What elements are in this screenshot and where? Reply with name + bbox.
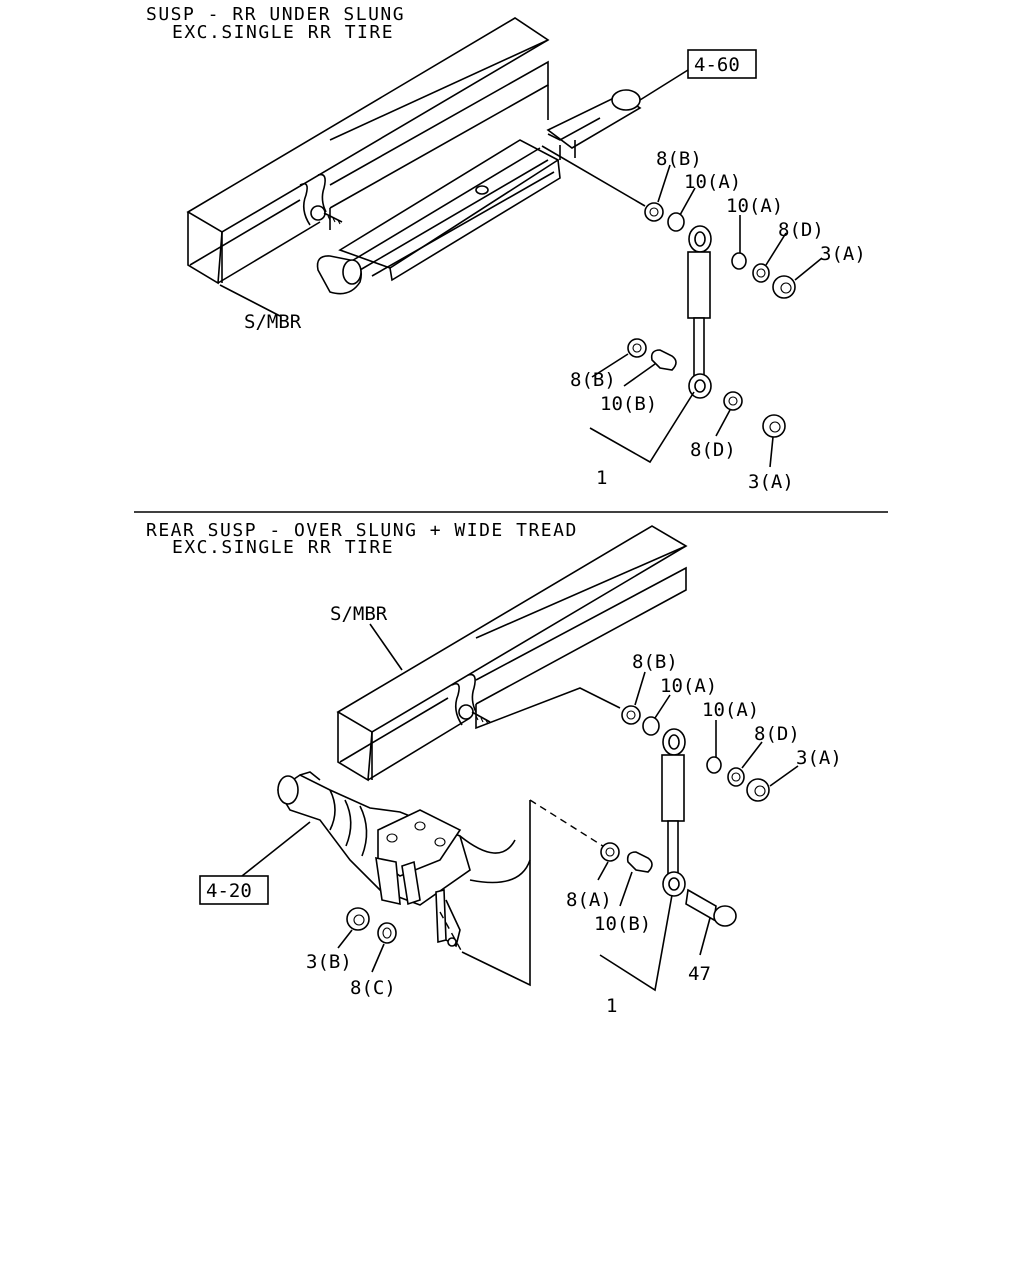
- upper-section: SUSP - RR UNDER SLUNG EXC.SINGLE RR TIRE: [146, 4, 866, 493]
- lower-callout-8a: 8(A): [566, 889, 612, 911]
- lower-callout-3b: 3(B): [306, 951, 352, 973]
- upper-callout-3a-low: 3(A): [748, 471, 794, 493]
- upper-ref-box: [687, 49, 757, 79]
- upper-title-line1: SUSP - RR UNDER SLUNG: [146, 4, 405, 25]
- lower-callout-8c: 8(C): [350, 977, 396, 999]
- upper-callout-leaders: [589, 164, 823, 468]
- lower-hardware: [346, 705, 770, 944]
- upper-callout-10a-1: 10(A): [684, 171, 741, 193]
- lower-callout-8d-top: 8(D): [754, 723, 800, 745]
- lower-callout-10a-2: 10(A): [702, 699, 759, 721]
- lower-callout-leaders: [337, 671, 799, 992]
- lower-ref-box-text: 4-20: [206, 880, 252, 902]
- upper-shock-absorber: [687, 225, 712, 399]
- upper-callout-8b-top: 8(B): [656, 148, 702, 170]
- lower-frame-leader: [369, 623, 403, 671]
- lower-callout-10a-1: 10(A): [660, 675, 717, 697]
- lower-shock-absorber: [661, 728, 686, 897]
- upper-callout-3a-top: 3(A): [820, 243, 866, 265]
- upper-hardware: [627, 202, 796, 438]
- upper-side-member: [186, 17, 550, 285]
- upper-callout-8d-low: 8(D): [690, 439, 736, 461]
- lower-callout-8b-top: 8(B): [632, 651, 678, 673]
- lower-title-line1: REAR SUSP - OVER SLUNG + WIDE TREAD: [146, 520, 578, 541]
- lower-section: REAR SUSP - OVER SLUNG + WIDE TREAD EXC.…: [146, 520, 842, 1017]
- lower-ref-leader: [241, 821, 311, 877]
- upper-frame-leader: [219, 284, 281, 317]
- lower-side-member: [336, 525, 688, 782]
- upper-callout-10b-low: 10(B): [600, 393, 657, 415]
- upper-callout-10a-2: 10(A): [726, 195, 783, 217]
- lower-title-line2: EXC.SINGLE RR TIRE: [172, 537, 394, 558]
- upper-ref-leader: [639, 69, 689, 101]
- lower-ref-box: [199, 875, 269, 905]
- lower-callout-3a-top: 3(A): [796, 747, 842, 769]
- upper-callout-8b-low: 8(B): [570, 369, 616, 391]
- upper-callout-1: 1: [596, 467, 607, 489]
- lower-callout-1: 1: [606, 995, 617, 1017]
- lower-bracket-lines: [439, 799, 607, 987]
- lower-callout-47: 47: [688, 963, 711, 985]
- lower-axle-housing: [276, 771, 531, 948]
- upper-leaf-spring: [316, 89, 642, 295]
- upper-ref-box-text: 4-60: [694, 54, 740, 76]
- lower-callout-10b: 10(B): [594, 913, 651, 935]
- upper-frame-label: S/MBR: [244, 311, 302, 333]
- upper-callout-8d-top: 8(D): [778, 219, 824, 241]
- lower-frame-label: S/MBR: [330, 603, 388, 625]
- upper-bracket-line: [541, 145, 646, 207]
- upper-title-line2: EXC.SINGLE RR TIRE: [172, 22, 394, 43]
